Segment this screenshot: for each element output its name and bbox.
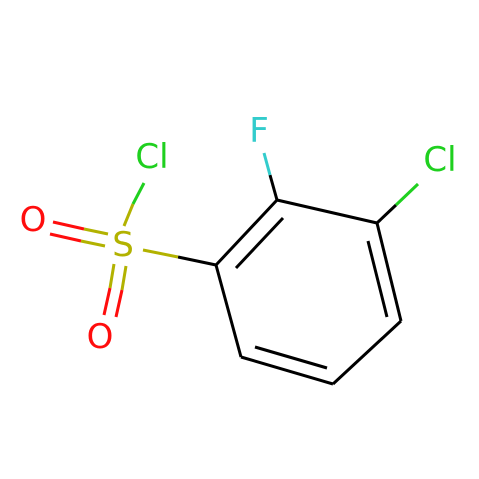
bond-c1-c2: [214, 198, 279, 267]
bond-c2-f: [262, 152, 279, 201]
bond-c5-c6: [240, 355, 334, 386]
bond-c4-c5: [331, 319, 403, 386]
bond-c2-c3: [276, 198, 378, 225]
bond-c3-cl: [375, 182, 420, 225]
bond-c1-c2-inner: [234, 216, 285, 270]
bond-s-cl: [122, 182, 146, 227]
atom-s: S: [112, 225, 134, 265]
atom-f: F: [249, 111, 269, 151]
bond-c5-c6-inner: [254, 345, 328, 370]
atom-cl-ring: Cl: [423, 140, 456, 180]
bond-s-o-top: [49, 220, 109, 248]
bond-c1-s: [142, 248, 217, 267]
atom-o-bottom: O: [87, 317, 114, 357]
atom-o-top: O: [20, 200, 47, 240]
atom-cl-sulfonyl: Cl: [135, 137, 168, 177]
bond-c3-c4: [375, 222, 403, 322]
bond-c6-c1: [214, 264, 243, 358]
bond-s-o-bottom: [102, 263, 128, 318]
bond-c3-c4-inner: [366, 240, 389, 318]
benzene-ring: [214, 198, 403, 386]
